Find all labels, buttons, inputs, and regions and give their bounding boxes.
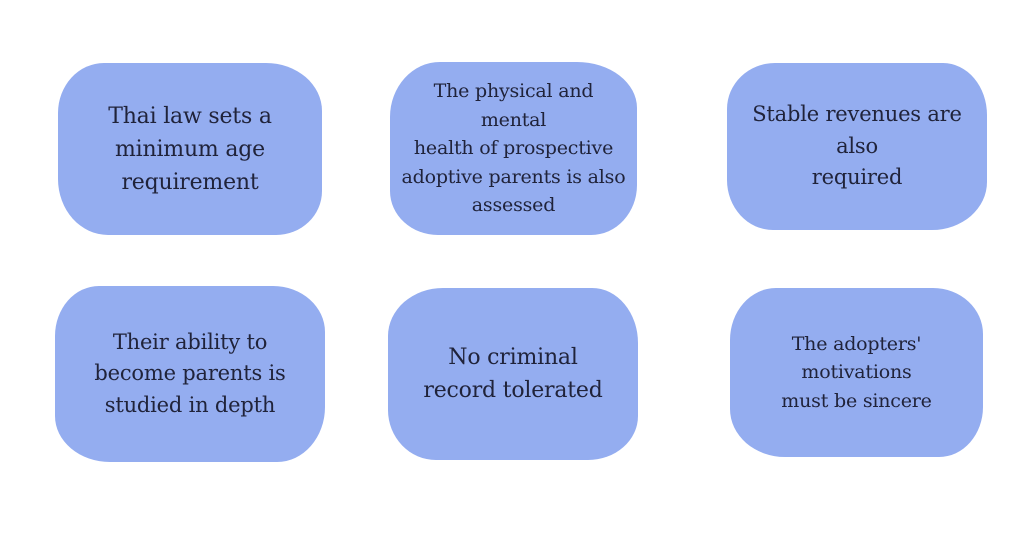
card-parenting-ability-text: Their ability to become parents is studi… — [94, 329, 286, 417]
card-health-assessment: The physical and mental health of prospe… — [390, 62, 637, 235]
card-sincere-motivations-text: The adopters' motivations must be sincer… — [781, 332, 932, 412]
card-criminal-record-text: No criminal record tolerated — [423, 345, 603, 403]
card-stable-revenues-text: Stable revenues are also required — [752, 102, 962, 190]
card-parenting-ability: Their ability to become parents is studi… — [55, 286, 325, 462]
card-stable-revenues: Stable revenues are also required — [727, 63, 987, 230]
card-criminal-record: No criminal record tolerated — [388, 288, 638, 460]
card-minimum-age-text: Thai law sets a minimum age requirement — [108, 103, 272, 195]
card-sincere-motivations: The adopters' motivations must be sincer… — [730, 288, 983, 457]
card-minimum-age: Thai law sets a minimum age requirement — [58, 63, 322, 235]
card-health-assessment-text: The physical and mental health of prospe… — [401, 80, 626, 217]
